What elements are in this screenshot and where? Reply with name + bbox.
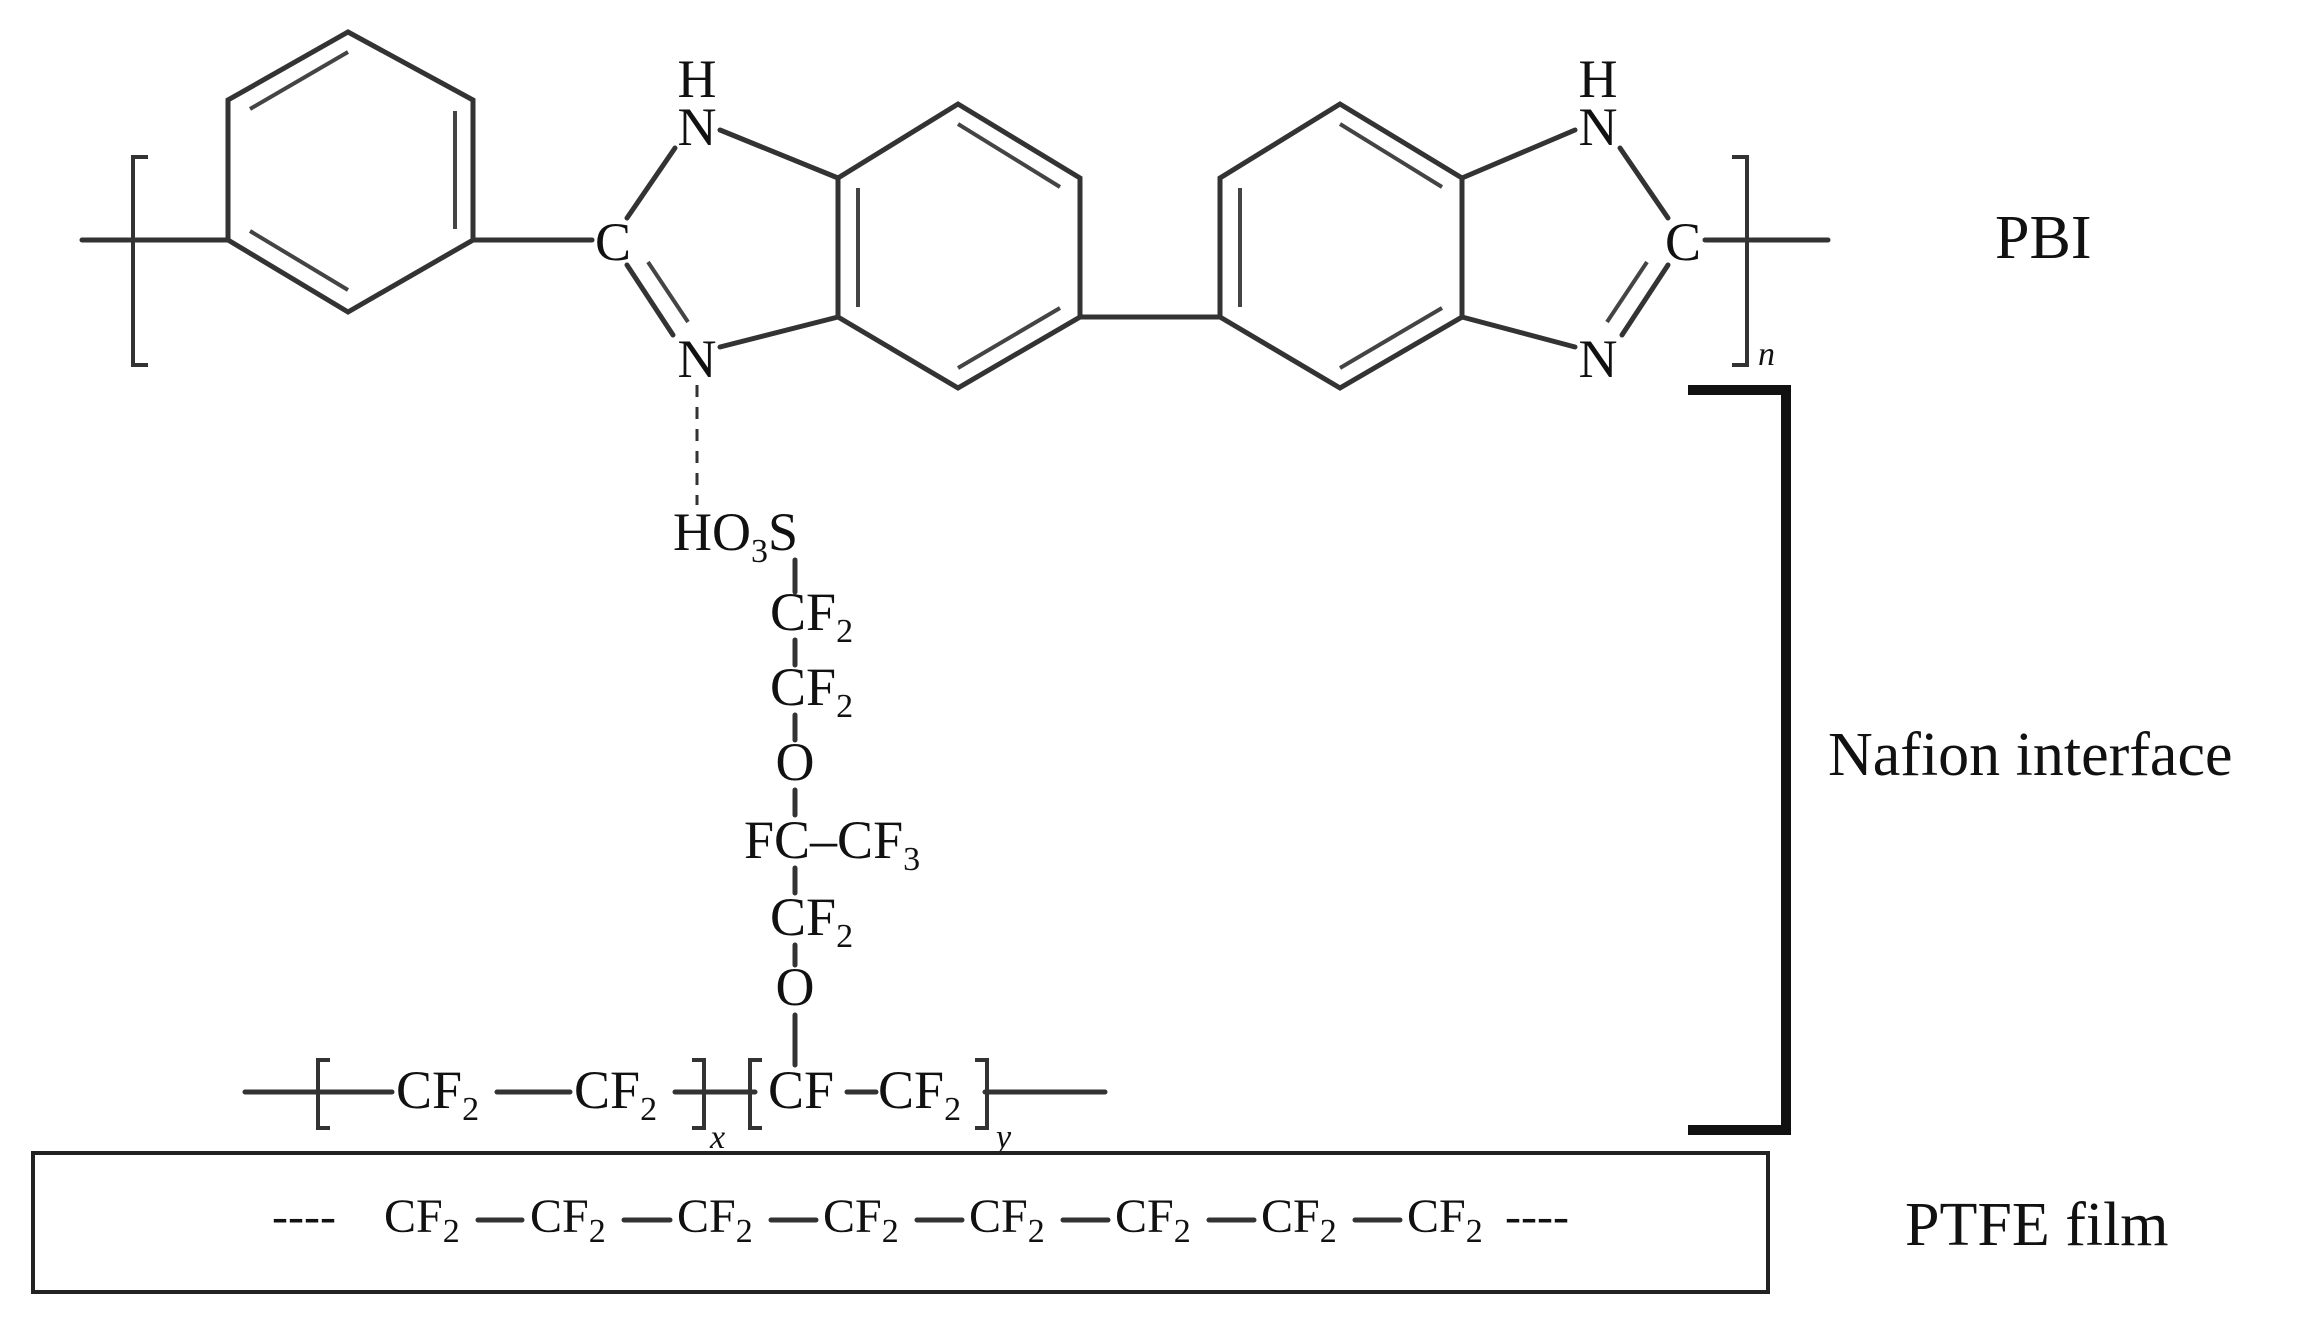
backbone-cf2-1: CF2: [396, 1060, 479, 1128]
pbi-structure: H N C N H N C: [79, 29, 1831, 391]
atom-n-lower-left: N: [678, 329, 717, 389]
atom-n-upper-left: N: [678, 97, 717, 157]
ptfe-trailing-dashes: ----: [1505, 1190, 1569, 1243]
nafion-interface-bracket: [1688, 385, 1791, 1135]
chain-ether-o-1: O: [776, 732, 815, 792]
atom-n-lower-right: N: [1579, 329, 1618, 389]
pbi-right-bracket: [1732, 155, 1749, 367]
chain-fc-cf3: FC–CF3: [744, 810, 920, 878]
right-imidazole: H N C N: [1459, 49, 1701, 389]
ptfe-unit-3: CF2: [677, 1190, 753, 1250]
nafion-side-chain: HO3S CF2 CF2 O FC–CF3 CF2 O: [673, 502, 920, 1068]
atom-c-right: C: [1665, 212, 1701, 272]
nafion-backbone: CF2 CF2 x CF CF2 y: [242, 1058, 1108, 1156]
backbone-subscript-y: y: [993, 1119, 1012, 1156]
sulfonic-acid-group: HO3S: [673, 502, 798, 570]
ptfe-unit-1: CF2: [384, 1190, 460, 1250]
backbone-x-right-bracket: [692, 1058, 706, 1130]
ptfe-film: ---- CF2 CF2 CF2 CF2 CF2 CF2 CF2 CF2 ---…: [31, 1151, 1770, 1294]
ptfe-unit-7: CF2: [1261, 1190, 1337, 1250]
atom-h-right: H: [1579, 49, 1618, 109]
atom-c-left: C: [595, 212, 631, 272]
chain-cf2-1: CF2: [770, 582, 853, 650]
pbi-left-bracket: [131, 155, 148, 367]
chain-cf2-2: CF2: [770, 657, 853, 725]
label-ptfe-film: PTFE film: [1905, 1191, 2169, 1259]
left-imidazole: H N C N: [595, 49, 841, 389]
atom-h-left: H: [678, 49, 717, 109]
backbone-y-left-bracket: [748, 1058, 762, 1130]
chain-cf2-3: CF2: [770, 887, 853, 955]
chain-ether-o-2: O: [776, 957, 815, 1017]
ptfe-unit-2: CF2: [530, 1190, 606, 1250]
ptfe-film-box: [31, 1151, 1770, 1294]
phenyl-ring: [225, 29, 476, 315]
pbi-repeat-subscript: n: [1758, 336, 1775, 373]
right-benzene-ring: [1217, 101, 1465, 391]
atom-n-upper-right: N: [1579, 97, 1618, 157]
ptfe-unit-4: CF2: [823, 1190, 899, 1250]
ptfe-unit-8: CF2: [1407, 1190, 1483, 1250]
backbone-x-left-bracket: [316, 1058, 330, 1130]
backbone-subscript-x: x: [709, 1119, 725, 1156]
backbone-cf2-3: CF2: [878, 1060, 961, 1128]
central-benzene-ring: [835, 101, 1083, 391]
label-nafion-interface: Nafion interface: [1828, 721, 2232, 789]
ptfe-unit-5: CF2: [969, 1190, 1045, 1250]
backbone-cf2-2: CF2: [574, 1060, 657, 1128]
label-pbi: PBI: [1995, 204, 2091, 272]
ptfe-leading-dashes: ----: [272, 1190, 336, 1243]
ptfe-unit-6: CF2: [1115, 1190, 1191, 1250]
backbone-cf: CF: [768, 1060, 834, 1120]
